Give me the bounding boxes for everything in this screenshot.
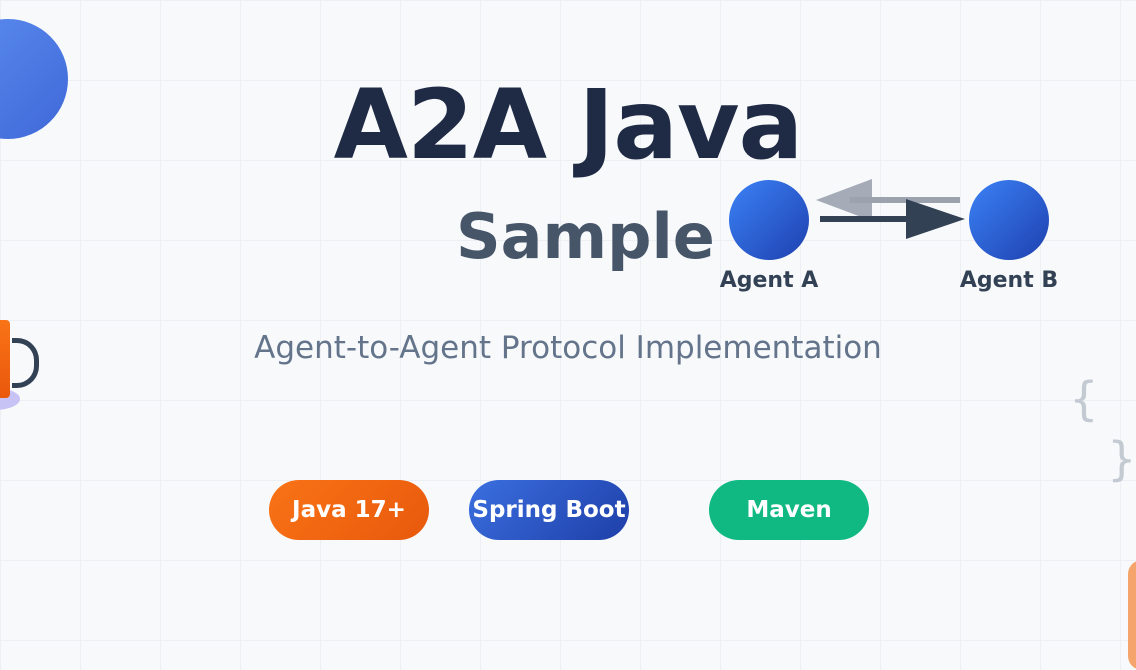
spring-boot-badge[interactable]: Spring Boot: [469, 480, 629, 540]
arrow-left-icon: [816, 179, 960, 221]
coffee-mug-icon: [0, 320, 10, 398]
code-brace-open-icon: {: [1070, 372, 1098, 426]
coffee-mug-handle: [12, 338, 39, 388]
arrow-right-icon: [820, 199, 965, 239]
agent-b-node: [969, 180, 1049, 260]
agent-exchange-arrows: [816, 179, 965, 239]
code-brace-close-icon: }: [1108, 432, 1136, 486]
agent-b-label: Agent B: [959, 268, 1059, 293]
maven-badge[interactable]: Maven: [709, 480, 869, 540]
agent-a-node: [729, 180, 809, 260]
decorative-orange-shape: [1128, 560, 1136, 670]
page-title: A2A Java: [333, 69, 804, 181]
tagline: Agent-to-Agent Protocol Implementation: [254, 330, 882, 366]
java-badge[interactable]: Java 17+: [269, 480, 429, 540]
page-subtitle: Sample: [456, 200, 715, 273]
agent-a-label: Agent A: [719, 268, 819, 293]
